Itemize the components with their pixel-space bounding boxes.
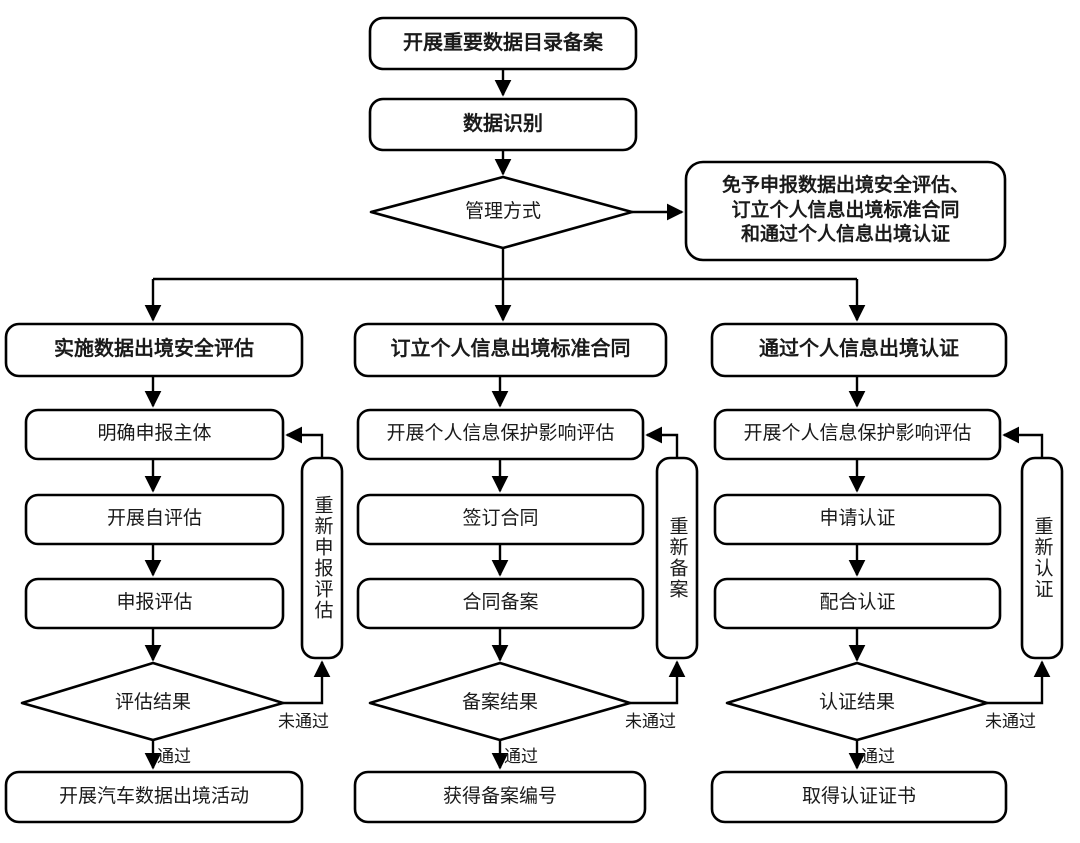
node-a-decision-shape [20, 661, 285, 742]
edge-c-loop-to-c1 [1002, 426, 1044, 458]
node-a-loop-shape [300, 456, 344, 660]
node-branch-a-head-shape [4, 322, 304, 378]
node-b1-shape [356, 408, 645, 461]
edge-c-decision-fail-to-loop [987, 660, 1051, 705]
node-a2-shape [24, 493, 285, 546]
node-c-decision-shape [725, 661, 989, 742]
node-exempt-note-shape [684, 160, 1007, 262]
node-branch-c-head-shape [710, 322, 1008, 378]
edge-b-loop-to-b1 [645, 426, 679, 458]
node-b3-shape [356, 577, 645, 630]
node-a-end-shape [4, 770, 304, 824]
node-decision-mode-shape [369, 175, 634, 250]
node-c2-shape [713, 493, 1002, 546]
node-b-decision-shape [368, 661, 632, 742]
node-branch-b-head-shape [353, 322, 668, 378]
node-c-loop-shape [1020, 456, 1064, 660]
node-identify-shape [368, 97, 638, 152]
node-a1-shape [24, 408, 285, 461]
edge-a-decision-fail-to-loop [283, 660, 331, 705]
node-b2-shape [356, 493, 645, 546]
edge-b-decision-fail-to-loop [630, 660, 686, 705]
node-start-shape [368, 16, 638, 71]
node-c3-shape [713, 577, 1002, 630]
node-c1-shape [713, 408, 1002, 461]
node-b-loop-shape [655, 456, 699, 660]
node-a3-shape [24, 577, 285, 630]
edge-a-loop-to-a1 [285, 426, 324, 458]
node-c-end-shape [710, 770, 1008, 824]
node-b-end-shape [353, 770, 647, 824]
